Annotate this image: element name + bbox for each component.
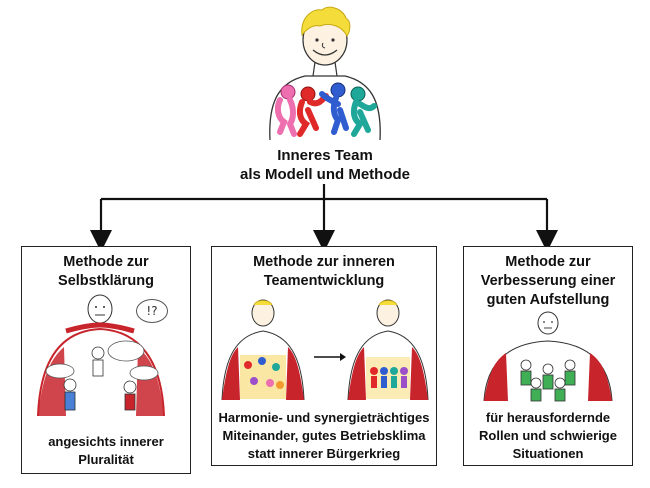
box3-title-line2: Verbesserung einer — [480, 273, 616, 289]
box3-caption-line3: Situationen — [512, 446, 584, 461]
box-team-development-caption: Harmonie- und synergieträchtiges Miteina… — [212, 409, 436, 463]
box1-caption-line2: Pluralität — [78, 452, 134, 467]
box3-caption-line1: für herausfordernde — [485, 410, 611, 425]
box2-caption-line1: Harmonie- und synergieträchtiges — [218, 410, 430, 425]
box2-caption-line2: Miteinander, gutes Betriebsklima — [222, 428, 426, 443]
self-clarification-illustration — [37, 294, 165, 417]
main-title: Inneres Team als Modell und Methode — [190, 146, 460, 184]
speech-bubble: !? — [136, 299, 168, 323]
box1-title-line1: Methode zur — [63, 254, 149, 270]
box-constellation: Methode zur Verbesserung einer guten Auf… — [463, 246, 633, 466]
box3-title-line1: Methode zur — [505, 254, 591, 270]
inner-team-illustration — [269, 6, 381, 141]
box-self-clarification: Methode zur Selbstklärung !? angesichts … — [21, 246, 191, 474]
box3-title-line3: guten Aufstellung — [486, 292, 610, 308]
team-development-illustration — [221, 299, 429, 401]
box2-title-line1: Methode zur inneren — [253, 254, 395, 270]
box-self-clarification-title: Methode zur Selbstklärung — [22, 253, 190, 291]
box2-caption-line3: statt innerer Bürgerkrieg — [247, 446, 401, 461]
main-title-line2: als Modell und Methode — [239, 166, 410, 183]
constellation-illustration — [483, 311, 613, 402]
box-team-development-title: Methode zur inneren Teamentwicklung — [212, 253, 436, 291]
box2-title-line2: Teamentwicklung — [263, 273, 385, 289]
box-team-development: Methode zur inneren Teamentwicklung Harm… — [211, 246, 437, 466]
main-title-line1: Inneres Team — [277, 147, 373, 164]
box-self-clarification-caption: angesichts innerer Pluralität — [22, 433, 190, 469]
box-constellation-title: Methode zur Verbesserung einer guten Auf… — [464, 253, 632, 310]
box-constellation-caption: für herausfordernde Rollen und schwierig… — [464, 409, 632, 463]
box1-title-line2: Selbstklärung — [58, 273, 154, 289]
box3-caption-line2: Rollen und schwierige — [479, 428, 617, 443]
box1-caption-line1: angesichts innerer — [48, 434, 164, 449]
